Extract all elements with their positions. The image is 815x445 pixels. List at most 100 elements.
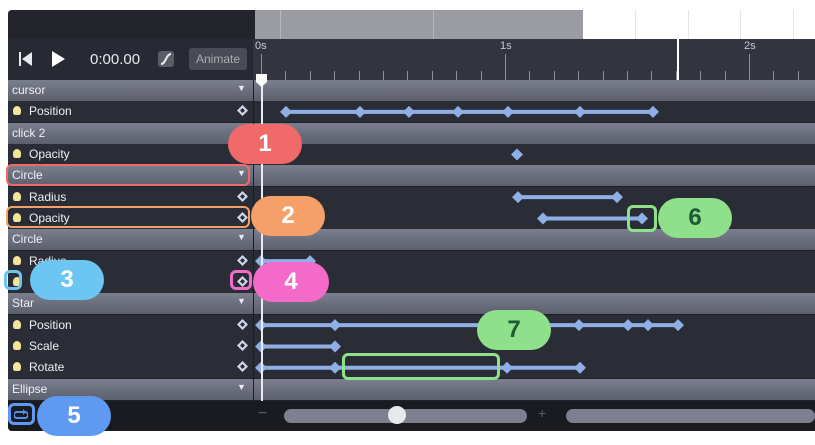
visibility-bulb-icon[interactable] bbox=[13, 191, 21, 201]
zoom-out-icon[interactable]: − bbox=[258, 405, 268, 422]
highlight-visibility-bulb bbox=[4, 270, 22, 290]
time-ruler[interactable]: 0s 1s 2s bbox=[253, 39, 815, 80]
overview-dark-region bbox=[8, 10, 255, 39]
track-label: Star bbox=[12, 296, 35, 311]
column-separator bbox=[253, 101, 254, 123]
add-keyframe-icon[interactable] bbox=[237, 211, 248, 223]
keyframe-diamond[interactable] bbox=[403, 105, 415, 118]
skip-back-icon[interactable] bbox=[19, 52, 32, 66]
keyframe-diamond[interactable] bbox=[512, 191, 524, 204]
keyframe-diamond[interactable] bbox=[452, 105, 464, 118]
keyframe-diamond[interactable] bbox=[537, 212, 549, 225]
collapse-arrow-icon[interactable]: ▼ bbox=[237, 83, 246, 93]
ruler-tick bbox=[285, 71, 287, 80]
track-group-row[interactable]: ▼Circle bbox=[8, 165, 815, 187]
keyframe-diamond[interactable] bbox=[574, 105, 586, 118]
current-time: 0:00.00 bbox=[90, 51, 141, 68]
horizontal-scrollbar[interactable] bbox=[566, 409, 815, 423]
add-keyframe-icon[interactable] bbox=[237, 105, 248, 117]
zoom-in-icon[interactable]: + bbox=[538, 405, 547, 421]
visibility-bulb-icon[interactable] bbox=[13, 148, 21, 158]
loop-icon[interactable] bbox=[14, 409, 28, 421]
ruler-tick bbox=[383, 71, 384, 80]
keyframe-diamond[interactable] bbox=[636, 212, 648, 225]
column-separator bbox=[253, 293, 254, 315]
ruler-tick bbox=[431, 71, 433, 80]
keyframe-diamond[interactable] bbox=[642, 319, 654, 332]
visibility-bulb-icon[interactable] bbox=[13, 212, 21, 222]
visibility-bulb-icon[interactable] bbox=[13, 255, 21, 265]
ruler-tick bbox=[675, 71, 677, 80]
track-label: Opacity bbox=[29, 146, 70, 161]
playhead-handle[interactable] bbox=[256, 74, 267, 87]
ruler-tick bbox=[407, 71, 409, 80]
track-group-row[interactable]: ▼click 2 bbox=[8, 122, 815, 144]
track-property-row[interactable] bbox=[8, 271, 815, 293]
column-separator bbox=[253, 165, 254, 187]
animate-button[interactable]: Animate bbox=[189, 48, 247, 70]
keyframe-diamond[interactable] bbox=[611, 191, 623, 204]
track-property-row[interactable]: Radius bbox=[8, 186, 815, 208]
collapse-arrow-icon[interactable]: ▼ bbox=[237, 232, 246, 243]
ruler-tick bbox=[261, 54, 262, 80]
column-separator bbox=[253, 80, 254, 101]
highlight-opacity-track bbox=[6, 206, 250, 228]
track-group-row[interactable]: ▼Ellipse bbox=[8, 378, 815, 400]
track-group-row[interactable]: ▼cursor bbox=[8, 80, 815, 101]
keyframe-diamond[interactable] bbox=[329, 361, 341, 374]
keyframe-diamond[interactable] bbox=[502, 105, 514, 118]
easing-curve-icon[interactable] bbox=[158, 51, 174, 67]
collapse-arrow-icon[interactable]: ▼ bbox=[237, 296, 246, 307]
ruler-tick bbox=[309, 71, 311, 80]
keyframe-diamond[interactable] bbox=[573, 319, 585, 332]
ruler-tick bbox=[529, 71, 531, 80]
visibility-bulb-icon[interactable] bbox=[13, 276, 21, 286]
track-group-row[interactable]: ▼ Star bbox=[8, 293, 815, 315]
add-keyframe-icon[interactable] bbox=[237, 339, 248, 351]
keyframe-diamond[interactable] bbox=[511, 148, 523, 161]
callout-5: 5 bbox=[37, 396, 111, 436]
keyframe-diamond[interactable] bbox=[354, 105, 366, 118]
keyframe-diamond[interactable] bbox=[647, 105, 659, 118]
visibility-bulb-icon[interactable] bbox=[13, 340, 21, 350]
visibility-bulb-icon[interactable] bbox=[13, 362, 21, 372]
add-keyframe-icon[interactable] bbox=[237, 190, 248, 202]
timeline-footer: − + bbox=[8, 401, 815, 431]
ruler-tick bbox=[724, 71, 726, 80]
overview-visible-region[interactable] bbox=[255, 10, 583, 39]
collapse-arrow-icon[interactable]: ▼ bbox=[237, 381, 246, 392]
zoom-slider-thumb[interactable] bbox=[388, 406, 406, 424]
visibility-bulb-icon[interactable] bbox=[13, 319, 21, 329]
visibility-bulb-icon[interactable] bbox=[13, 106, 21, 116]
overview-tick bbox=[740, 10, 741, 39]
ruler-tick bbox=[480, 71, 482, 80]
keyframe-diamond[interactable] bbox=[672, 319, 684, 332]
keyframe-diamond[interactable] bbox=[622, 319, 634, 332]
track-group-row[interactable]: ▼Circle bbox=[8, 229, 815, 251]
keyframe-diamond[interactable] bbox=[501, 361, 513, 374]
add-keyframe-icon[interactable] bbox=[237, 361, 248, 373]
ruler-label-0s: 0s bbox=[255, 40, 267, 52]
ruler-tick bbox=[773, 71, 775, 80]
keyframe-diamond[interactable] bbox=[329, 340, 341, 353]
ruler-tick bbox=[651, 71, 653, 80]
add-keyframe-icon[interactable] bbox=[237, 275, 248, 287]
highlight-loop-button bbox=[8, 403, 35, 425]
track-property-row[interactable]: Scale bbox=[8, 335, 815, 357]
collapse-arrow-icon[interactable]: ▼ bbox=[237, 168, 246, 179]
timeline-overview[interactable] bbox=[8, 10, 815, 39]
overview-tick bbox=[793, 10, 794, 39]
keyframe-diamond[interactable] bbox=[304, 255, 316, 268]
keyframe-diamond[interactable] bbox=[280, 105, 292, 118]
ruler-tick bbox=[749, 54, 750, 80]
add-keyframe-icon[interactable] bbox=[237, 318, 248, 330]
add-keyframe-icon[interactable] bbox=[237, 254, 248, 266]
playhead-line bbox=[261, 76, 263, 401]
keyframe-diamond[interactable] bbox=[574, 361, 586, 374]
highlight-circle-group bbox=[6, 164, 250, 186]
play-icon[interactable] bbox=[52, 51, 65, 67]
track-property-row[interactable]: Opacity bbox=[8, 207, 815, 229]
keyframe-diamond[interactable] bbox=[329, 319, 341, 332]
overview-tick bbox=[688, 10, 689, 39]
